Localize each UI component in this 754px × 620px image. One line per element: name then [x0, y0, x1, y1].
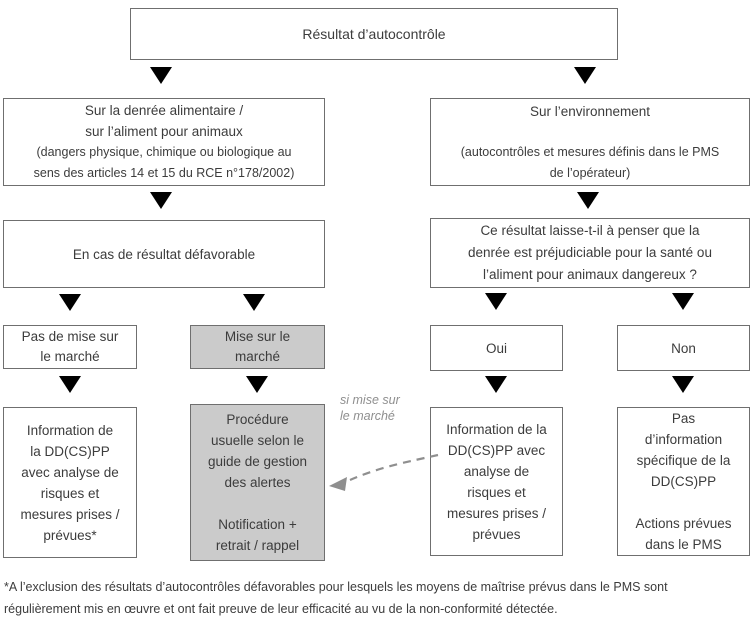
flow-arrow-down-icon [59, 294, 81, 311]
box-resultat-defavorable-label: En cas de résultat défavorable [72, 246, 256, 262]
box-environnement-sub: (autocontrôles et mesures définis dans l… [460, 144, 720, 180]
box-denree-alimentaire-sub: (dangers physique, chimique ou biologiqu… [33, 145, 295, 180]
flow-arrow-down-icon [246, 376, 268, 393]
box-question-sante-label: Ce résultat laisse-t-il à penser que la … [468, 223, 712, 282]
box-pas-de-mise-label: Pas de mise sur le marché [21, 329, 119, 364]
dashed-arrow-path [349, 453, 439, 482]
box-oui-label: Oui [485, 340, 507, 356]
box-non: Non [617, 325, 750, 371]
box-mise-sur-le-marche: Mise sur le marché [190, 325, 325, 369]
dashed-arrow-label: si mise sur le marché [340, 393, 400, 423]
box-non-label: Non [671, 340, 696, 356]
flow-arrow-down-icon [59, 376, 81, 393]
box-procedure-alertes: Procédure usuelle selon le guide de gest… [190, 404, 325, 561]
box-procedure-alertes-label: Procédure usuelle selon le guide de gest… [207, 412, 308, 553]
flow-arrow-down-icon [672, 293, 694, 310]
box-resultat-defavorable: En cas de résultat défavorable [3, 220, 325, 288]
flow-arrow-down-icon [243, 294, 265, 311]
footnote: *A l’exclusion des résultats d’autocontr… [4, 580, 668, 616]
box-information-ddcspp-gauche-label: Information de la DD(CS)PP avec analyse … [20, 422, 120, 543]
box-information-ddcspp-oui: Information de la DD(CS)PP avec analyse … [430, 407, 563, 556]
flow-arrow-down-icon [577, 192, 599, 209]
flow-arrow-down-icon [485, 376, 507, 393]
box-question-sante: Ce résultat laisse-t-il à penser que la … [430, 218, 750, 288]
box-pas-information-pms: Pas d’information spécifique de la DD(CS… [617, 407, 750, 556]
box-resultat-autocontrole-label: Résultat d’autocontrôle [302, 25, 446, 42]
box-information-ddcspp-gauche: Information de la DD(CS)PP avec analyse … [3, 407, 137, 558]
box-pas-information-pms-label: Pas d’information spécifique de la DD(CS… [635, 411, 732, 552]
flow-arrow-down-icon [150, 192, 172, 209]
box-environnement-main: Sur l’environnement [529, 103, 651, 119]
box-oui: Oui [430, 325, 563, 371]
box-information-ddcspp-oui-label: Information de la DD(CS)PP avec analyse … [446, 421, 547, 542]
box-pas-de-mise-sur-le-marche: Pas de mise sur le marché [3, 325, 137, 369]
flow-arrow-down-icon [672, 376, 694, 393]
box-resultat-autocontrole: Résultat d’autocontrôle [130, 8, 618, 60]
flow-arrow-down-icon [150, 67, 172, 84]
dashed-arrow-head-icon [329, 477, 347, 491]
box-environnement: Sur l’environnement (autocontrôles et me… [430, 98, 750, 186]
flow-arrow-down-icon [574, 67, 596, 84]
box-denree-alimentaire-main: Sur la denrée alimentaire / sur l’alimen… [84, 103, 244, 139]
box-mise-label: Mise sur le marché [224, 329, 291, 364]
flow-arrow-down-icon [485, 293, 507, 310]
box-denree-alimentaire: Sur la denrée alimentaire / sur l’alimen… [3, 98, 325, 186]
